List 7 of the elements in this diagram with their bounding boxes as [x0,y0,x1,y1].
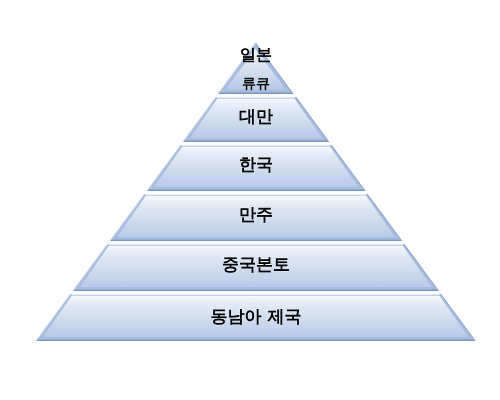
region-label: 한국 [238,156,273,176]
region-label: 중국본토 [222,256,290,276]
region-label: 류큐 [242,76,270,92]
region-label: 만주 [238,206,273,226]
region-label: 대만 [238,108,273,128]
region-label: 일본 [240,46,272,64]
region-label: 동남아 제국 [210,308,302,328]
